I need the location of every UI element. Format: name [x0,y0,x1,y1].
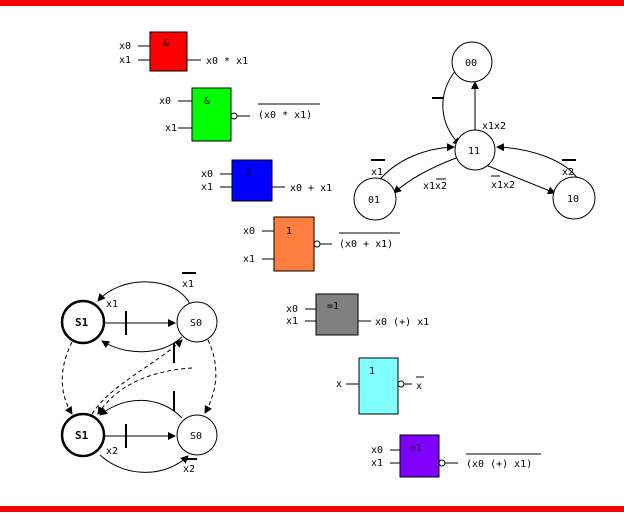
latch-diagram: S1 S0 S1 S0 x1 x1 x2 x2 [60,272,218,475]
latch-label-x1: x1 [106,299,118,310]
nand-gate-symbol: & [204,96,210,107]
not-input-x: x [336,379,342,390]
xor-gate: x0 x1 =1 x0 (+) x1 [286,293,429,336]
xnor-gate-symbol: =1 [410,443,422,454]
xor-output-label: x0 (+) x1 [375,317,429,328]
latch-dash-right-down [204,339,217,414]
latch-bot-s0-node [176,414,218,456]
nand-gate-box [191,87,232,142]
top-red-border [0,0,624,6]
latch-label-x2: x2 [106,446,118,457]
xnor-output-label: (x0 (+) x1) [466,459,532,470]
not-output-label: x [416,381,422,392]
latch-bot-upper-arc [99,399,183,419]
edge-label-x2: x2 [562,167,574,178]
nor-gate-box [273,216,315,272]
nand-output-label: (x0 * x1) [258,110,312,121]
latch-bot-lower-arc [99,454,189,473]
nor-gate-symbol: 1 [286,226,292,237]
latch-top-s1-node [60,299,106,345]
nand-negation-bubble [230,112,238,120]
nor-negation-bubble [313,240,321,248]
xor-input-x0: x0 [286,304,298,315]
xnor-input-x0: x0 [371,445,383,456]
nand-input-x1: x1 [165,123,177,134]
or-gate: x0 x1 1 x0 + x1 [201,159,332,202]
and-gate-box [149,31,188,72]
state-11-label: 11 [468,146,480,157]
or-input-x0: x0 [201,169,213,180]
edge-01-to-11 [377,143,455,183]
not-negation-bubble [397,380,405,388]
edge-label-x1-x2bar: x1x2 [423,181,447,192]
latch-dash-cross-down [97,367,193,415]
nor-output-label: (x0 + x1) [339,239,393,250]
or-gate-box [231,159,273,202]
state-00-node [451,41,493,83]
latch-top-s0-label: S0 [190,318,202,329]
edge-10-to-11 [496,143,579,180]
latch-dash-cross-up [91,339,183,415]
edge-00-to-11 [442,69,461,146]
bottom-red-border [0,506,624,512]
xnor-negation-bubble [438,459,446,467]
latch-dash-left-down [61,341,73,415]
edge-11-to-01 [393,157,457,194]
and-gate-symbol: & [163,38,169,49]
latch-top-upper-arc [97,281,191,305]
nor-input-x0: x0 [243,226,255,237]
nor-input-x1: x1 [243,254,255,265]
and-gate: x0 x1 & x0 * x1 [119,31,248,72]
state-11-node [454,129,496,171]
xnor-input-x1: x1 [371,458,383,469]
latch-bot-s0-label: S0 [190,431,202,442]
xor-gate-box [315,293,359,336]
state-01-node [353,177,397,221]
edge-label-x1bar-x2: x1x2 [491,180,515,191]
latch-bot-s1-node [60,412,106,458]
xnor-gate-box [399,434,440,478]
and-input-x1: x1 [119,55,131,66]
edge-11-to-10 [485,164,556,195]
edge-label-x1: x1 [371,167,383,178]
or-gate-symbol: 1 [246,168,252,179]
nand-input-x0: x0 [159,96,171,107]
latch-bot-s1-label: S1 [75,429,89,442]
and-input-x0: x0 [119,41,131,52]
state-10-label: 10 [567,194,579,205]
xor-gate-symbol: =1 [327,301,339,312]
state-graph: 00 11 01 10 x1x2 x1 x1x2 x1x2 x2 [353,41,596,221]
edge-label-x1x2: x1x2 [482,121,506,132]
not-gate: x 1 x [336,357,424,415]
latch-label-x2bar: x2 [183,464,195,475]
not-gate-box [358,357,399,415]
or-input-x1: x1 [201,182,213,193]
state-01-label: 01 [368,195,380,206]
latch-top-s0-node [176,301,218,343]
state-00-label: 00 [465,58,477,69]
and-output-label: x0 * x1 [206,56,248,67]
xor-input-x1: x1 [286,316,298,327]
latch-top-s1-label: S1 [75,316,89,329]
or-output-label: x0 + x1 [290,183,332,194]
not-gate-symbol: 1 [369,366,375,377]
nor-gate: x0 x1 1 (x0 + x1) [243,216,400,272]
nand-gate: x0 x1 & (x0 * x1) [159,87,320,142]
xnor-gate: x0 x1 =1 (x0 (+) x1) [371,434,541,478]
state-10-node [552,176,596,220]
latch-label-x1bar: x1 [182,279,194,290]
